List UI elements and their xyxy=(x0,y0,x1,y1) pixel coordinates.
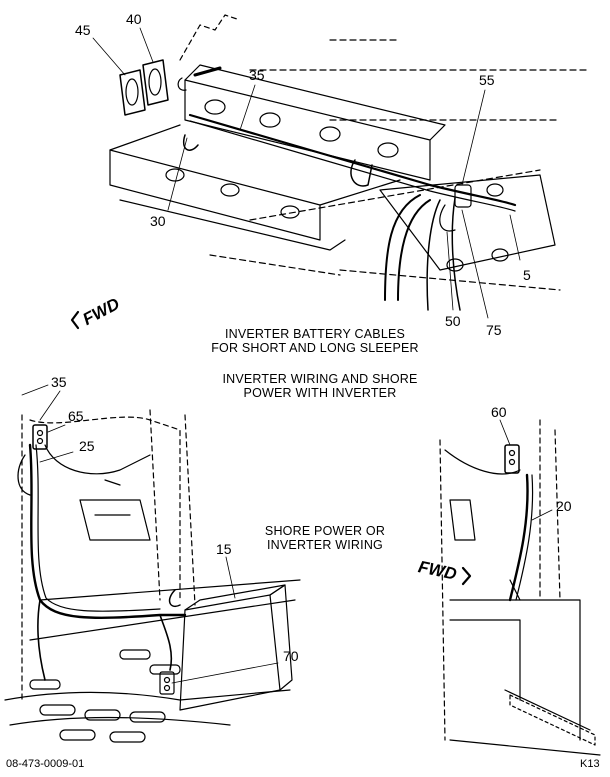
callout-5: 5 xyxy=(523,267,531,283)
callout-45: 45 xyxy=(75,22,91,38)
callout-20: 20 xyxy=(556,498,572,514)
shore-power-inverter-assembly xyxy=(4,384,301,743)
caption-inverter-wiring: INVERTER WIRING AND SHORE POWER WITH INV… xyxy=(222,372,418,400)
callout-75: 75 xyxy=(486,322,502,338)
callout-60: 60 xyxy=(491,404,507,420)
fwd-arrow-top-icon xyxy=(70,310,80,330)
callout-40: 40 xyxy=(126,11,142,27)
callout-35-top: 35 xyxy=(249,67,265,83)
battery-cable-assembly xyxy=(92,14,591,319)
callout-35-left: 35 xyxy=(51,374,67,390)
caption-battery-cables: INVERTER BATTERY CABLES FOR SHORT AND LO… xyxy=(211,327,419,355)
callout-50: 50 xyxy=(445,313,461,329)
page-number: K13 xyxy=(580,758,600,770)
shore-power-right-assembly xyxy=(439,419,601,756)
callout-65: 65 xyxy=(68,408,84,424)
fwd-arrow-bottom-icon xyxy=(461,566,472,586)
caption-shore-power: SHORE POWER OR INVERTER WIRING xyxy=(264,524,386,552)
document-number: 08-473-0009-01 xyxy=(6,758,85,770)
callout-25: 25 xyxy=(79,438,95,454)
callout-30: 30 xyxy=(150,213,166,229)
callout-55: 55 xyxy=(479,72,495,88)
callout-15: 15 xyxy=(216,541,232,557)
callout-70: 70 xyxy=(283,648,299,664)
